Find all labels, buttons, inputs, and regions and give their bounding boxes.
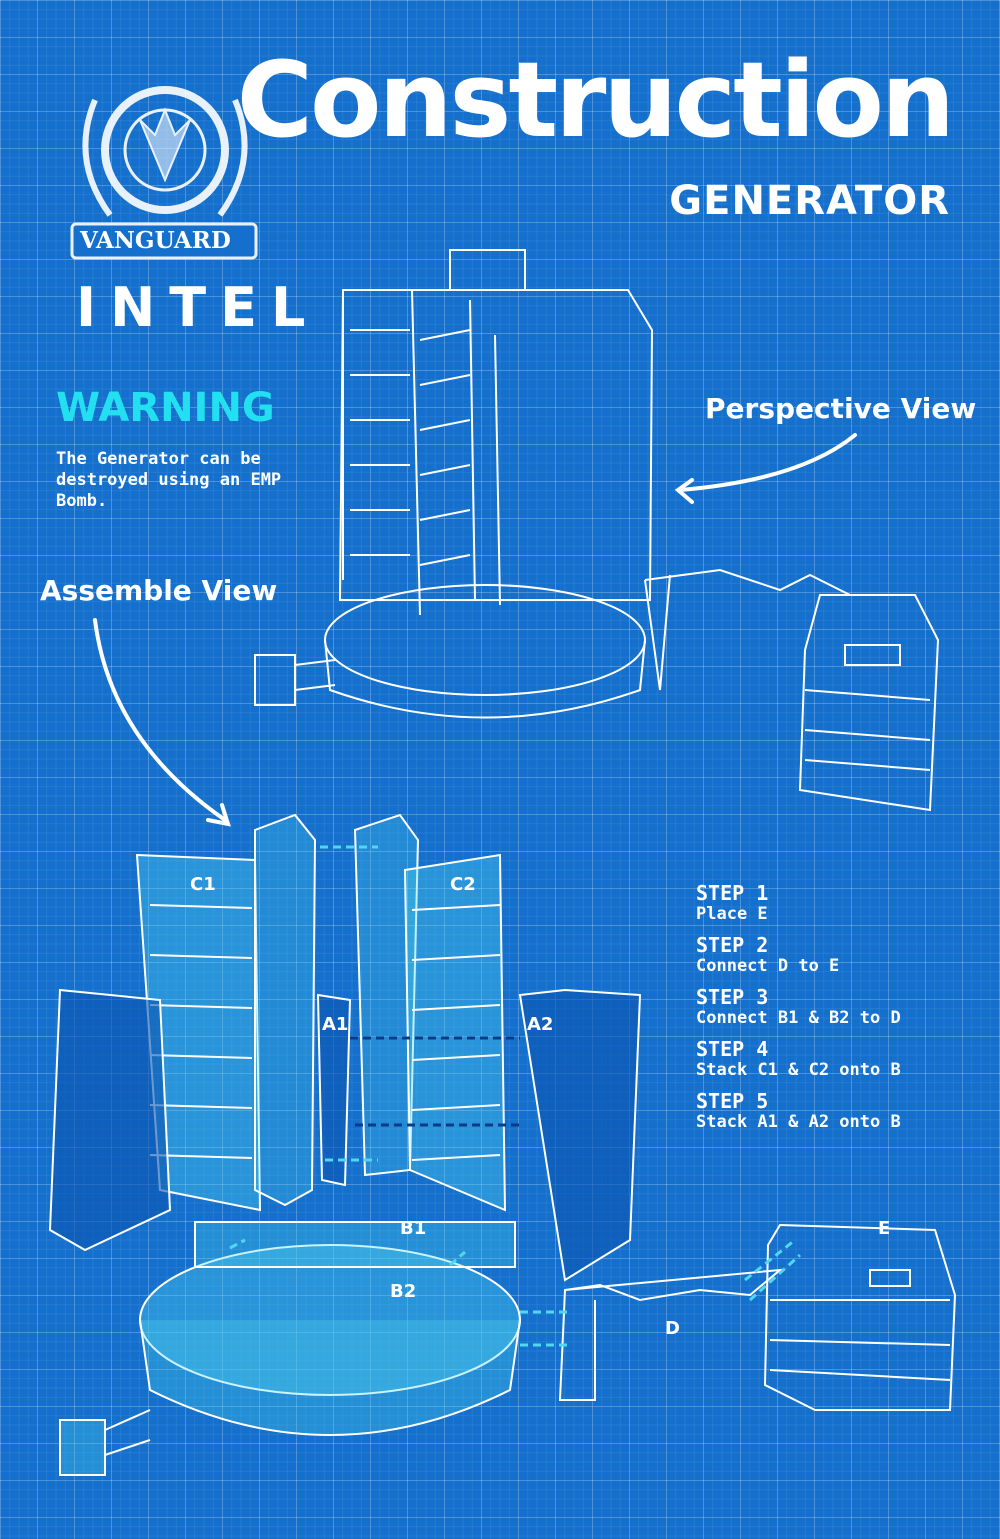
logo-caption: INTEL — [76, 276, 320, 339]
step-text: Connect B1 & B2 to D — [696, 1008, 901, 1028]
step-text: Connect D to E — [696, 956, 840, 976]
step-heading: STEP 2 — [696, 933, 769, 957]
part-label-c1: C1 — [190, 874, 216, 895]
part-label-e: E — [878, 1218, 891, 1239]
part-label-a1: A1 — [322, 1014, 349, 1035]
step-heading: STEP 3 — [696, 985, 769, 1009]
vanguard-emblem — [70, 86, 258, 260]
warning-heading: WARNING — [56, 385, 275, 431]
page-subtitle: GENERATOR — [669, 178, 950, 224]
part-label-b1: B1 — [400, 1218, 427, 1239]
warning-text: The Generator can be destroyed using an … — [56, 449, 282, 511]
step-heading: STEP 1 — [696, 881, 769, 905]
perspective-view-drawing — [254, 249, 940, 812]
step-text: Stack C1 & C2 onto B — [696, 1060, 901, 1080]
part-label-c2: C2 — [450, 874, 476, 895]
step-heading: STEP 4 — [696, 1037, 769, 1061]
perspective-view-label: Perspective View — [705, 392, 977, 425]
step-text: Stack A1 & A2 onto B — [696, 1112, 901, 1132]
assemble-view-label: Assemble View — [40, 574, 278, 607]
assemble-view-drawing — [48, 813, 957, 1476]
part-label-d: D — [665, 1318, 680, 1339]
assemble-arrow — [93, 618, 231, 827]
part-label-a2: A2 — [527, 1014, 554, 1035]
step-heading: STEP 5 — [696, 1089, 769, 1113]
logo-banner: VANGUARD — [80, 227, 231, 254]
page-title: Construction — [236, 39, 955, 161]
perspective-arrow — [674, 433, 857, 504]
step-text: Place E — [696, 904, 768, 924]
part-label-b2: B2 — [390, 1281, 417, 1302]
